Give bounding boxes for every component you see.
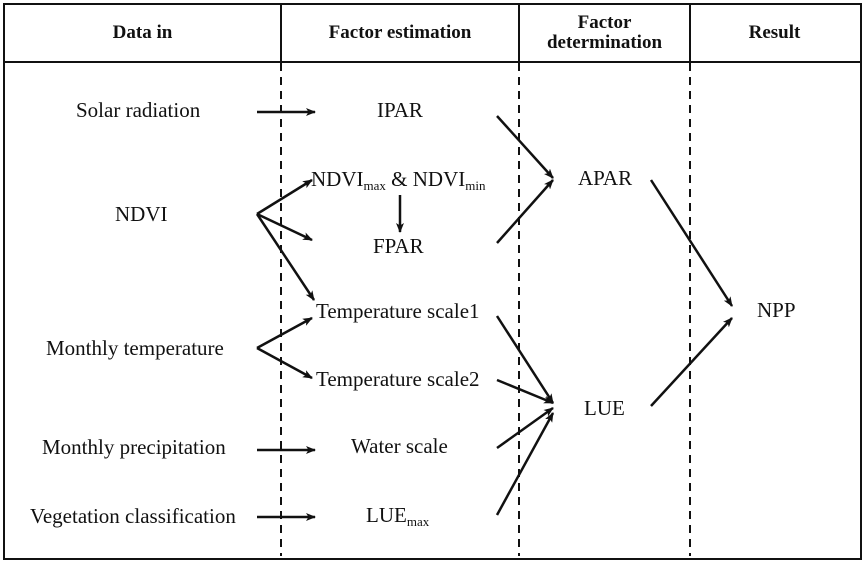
arrow-apar-to-npp [649,179,734,307]
arrow-water-to-lue [496,406,554,450]
input-monthly-precipitation: Monthly precipitation [42,435,226,459]
header-separator-3 [689,3,691,61]
determination-lue: LUE [584,396,625,420]
arrow-ndvi-to-ndvimaxmin [256,178,313,216]
header-separator-1 [280,3,282,61]
arrow-ipar-to-apar [496,115,554,179]
factor-ndvi-max-min: NDVImax & NDVImin [311,167,486,193]
header-data-in: Data in [5,5,280,61]
factor-temperature-scale2: Temperature scale2 [316,367,480,391]
header-data-in-label: Data in [112,22,173,43]
arrow-lue-to-npp [650,317,733,407]
factor-lue-max: LUEmax [366,503,430,529]
header-divider [3,61,862,63]
input-solar-radiation: Solar radiation [76,98,201,122]
ndvi-max-sub: max [363,178,386,193]
arrow-temp-to-tscale2 [256,346,313,380]
input-ndvi: NDVI [115,202,168,226]
arrow-ndvi-to-fpar [256,212,313,242]
header-factor-estimation: Factor estimation [282,5,518,61]
header-factor-determination-line1: Factor [577,12,632,33]
header-separator-2 [518,3,520,61]
arrow-ndvi-to-tscale1 [255,213,316,301]
arrow-luemax-to-lue [495,412,555,516]
header-factor-estimation-label: Factor estimation [328,22,472,43]
input-vegetation-classification: Vegetation classification [30,504,236,528]
ndvi-max-base: NDVI [311,167,364,191]
header-result: Result [691,5,858,61]
arrow-tscale2-to-lue [496,378,554,405]
header-factor-determination-line2: determination [546,32,663,53]
arrow-tscale1-to-lue [495,315,555,404]
factor-water-scale: Water scale [351,434,448,458]
lue-max-sub: max [406,514,430,529]
arrow-fpar-to-apar [496,179,554,244]
ndvi-min-base: NDVI [412,167,466,191]
input-monthly-temperature: Monthly temperature [46,336,224,360]
arrow-temp-to-tscale1 [256,316,313,350]
result-npp: NPP [757,298,796,322]
determination-apar: APAR [578,166,633,190]
lue-max-base: LUE [366,503,407,527]
factor-fpar: FPAR [373,234,424,258]
diagram-frame [3,3,862,560]
header-factor-determination: Factor determination [520,5,689,61]
ndvi-and: & [385,167,413,191]
ndvi-min-sub: min [465,178,486,193]
factor-ipar: IPAR [377,98,423,122]
header-result-label: Result [748,22,801,43]
factor-temperature-scale1: Temperature scale1 [316,299,480,323]
